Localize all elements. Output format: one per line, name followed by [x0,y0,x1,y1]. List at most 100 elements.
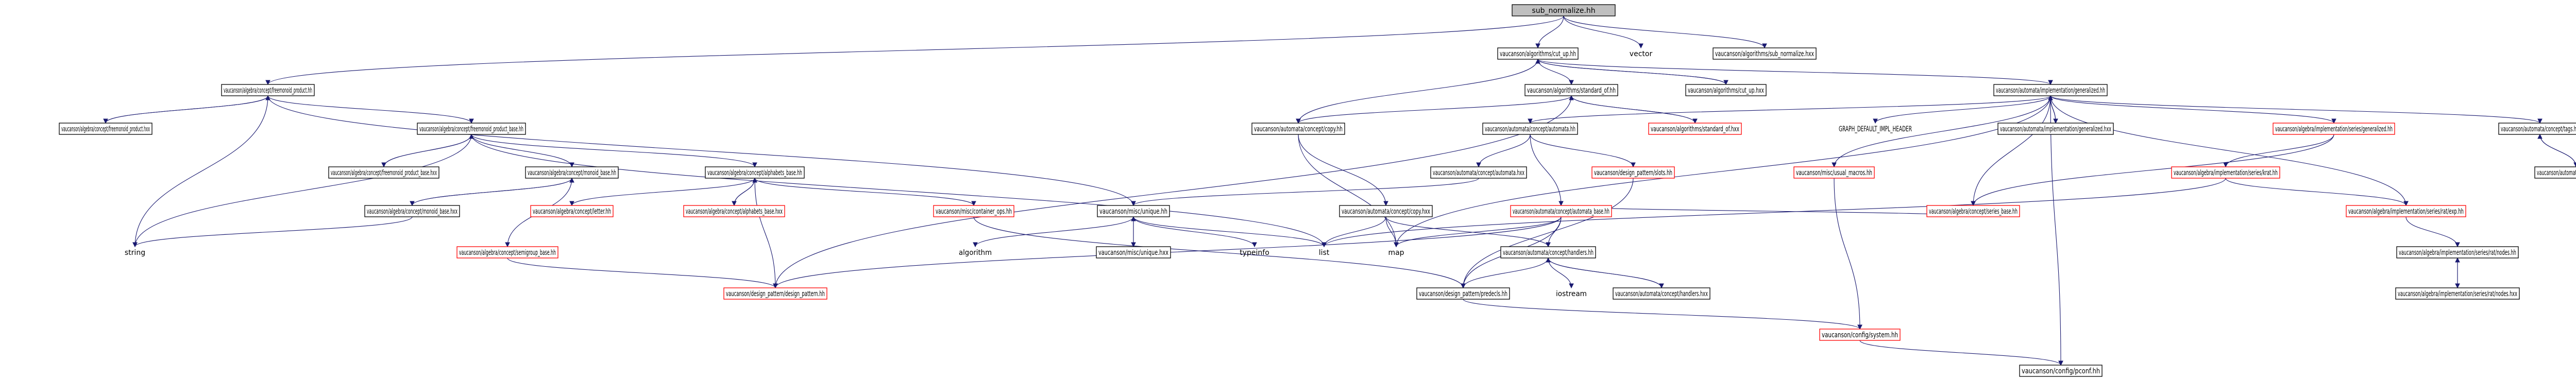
node-freemonoid-product-base-hh[interactable]: vaucanson/algebra/concept/freemonoid_pro… [417,123,526,135]
node-label: vaucanson/config/pconf.hh [2022,367,2100,375]
node-label: vaucanson/automata/concept/automata_base… [1513,208,1609,216]
node-alphabets-base-hh[interactable]: vaucanson/algebra/concept/alphabets_base… [705,166,805,179]
node-label: vaucanson/automata/concept/automata.hh [1485,125,1575,133]
node-pconf-hh[interactable]: vaucanson/config/pconf.hh [2019,365,2103,377]
node-box [221,84,315,96]
node-copy-hh[interactable]: vaucanson/automata/concept/copy.hh [1251,123,1345,135]
node-nodes-hh[interactable]: vaucanson/algebra/implementation/series/… [2396,246,2519,259]
node-root[interactable]: sub_normalize.hh [1512,4,1616,16]
node-map: map [1388,249,1404,257]
node-freemonoid-product-hh[interactable]: vaucanson/algebra/concept/freemonoid_pro… [221,84,315,96]
node-box [933,205,1014,217]
node-vector: vector [1630,50,1653,58]
node-label: vaucanson/misc/unique.hh [1099,208,1167,216]
node-series-generalized-hh[interactable]: vaucanson/algebra/implementation/series/… [2273,123,2395,135]
edge-usual-macros-hh-to-system-hh [1834,178,1862,330]
edge-automata-base-hh-to-map [1394,216,1562,248]
node-unique-hxx[interactable]: vaucanson/misc/unique.hxx [1096,246,1171,259]
node-automata-hh[interactable]: vaucanson/automata/concept/automata.hh [1482,123,1578,135]
node-automata-hxx[interactable]: vaucanson/automata/concept/automata.hxx [1430,166,1527,179]
node-handlers-hxx[interactable]: vaucanson/automata/concept/handlers.hxx [1613,287,1710,300]
node-copy-hxx[interactable]: vaucanson/automata/concept/copy.hxx [1339,205,1433,217]
edge-freemonoid-product-hxx-to-freemonoid-product-hh [105,95,270,124]
node-box [1482,123,1578,135]
node-label: vaucanson/algebra/implementation/series/… [2174,169,2278,177]
node-label: vaucanson/misc/usual_macros.hh [1796,169,1872,177]
node-monoid-base-hxx[interactable]: vaucanson/algebra/concept/monoid_base.hx… [364,205,460,217]
node-monoid-base-hh[interactable]: vaucanson/algebra/concept/monoid_base.hh [525,166,619,179]
node-series-krat-hh[interactable]: vaucanson/algebra/implementation/series/… [2171,166,2280,179]
node-label: vaucanson/automata/concept/tags.hxx [2537,169,2576,177]
node-box [1497,47,1579,60]
node-cut-up-hxx[interactable]: vaucanson/algorithms/cut_up.hxx [1685,84,1767,96]
node-label: vaucanson/misc/unique.hxx [1098,249,1168,257]
edge-standard-of-hh-to-design-pattern-hh [773,95,1572,289]
node-label: vaucanson/algorithms/standard_of.hh [1527,87,1616,95]
node-sub-normalize-hxx[interactable]: vaucanson/algorithms/sub_normalize.hxx [1713,47,1817,60]
node-box [1510,205,1612,217]
node-box [1926,205,2020,217]
graph-nodes: sub_normalize.hh vaucanson/algorithms/cut… [59,4,2576,377]
node-letter-hh[interactable]: vaucanson/algebra/concept/letter.hh [530,205,614,217]
edge-root-to-cut-up-hh [1535,15,1564,49]
node-standard-of-hxx[interactable]: vaucanson/algorithms/standard_of.hxx [1648,123,1742,135]
edge-root-to-vector [1563,15,1643,49]
node-label: vaucanson/automata/concept/tags.hh [2501,125,2576,133]
node-box [1097,205,1170,217]
node-semigroup-base-hh[interactable]: vaucanson/algebra/concept/semigroup_base… [456,246,558,259]
node-label: vaucanson/algebra/concept/letter.hh [533,208,611,216]
edge-generalized-hh-to-tags-hh [2050,95,2543,124]
node-box [59,123,152,135]
edge-semigroup-base-hh-to-design-pattern-hh [507,257,778,289]
node-cut-up-hh[interactable]: vaucanson/algorithms/cut_up.hh [1497,47,1579,60]
edge-freemonoid-product-base-hh-to-list [471,134,1327,248]
node-freemonoid-product-hxx[interactable]: vaucanson/algebra/concept/freemonoid_pro… [59,123,152,135]
node-label: vaucanson/algebra/concept/series_base.hh [1929,208,2018,216]
node-box [2498,123,2576,135]
node-system-hh[interactable]: vaucanson/config/system.hh [1819,329,1901,341]
edge-standard-of-hh-to-copy-hh [1296,95,1572,124]
node-label: vaucanson/automata/concept/copy.hh [1254,125,1343,133]
node-alphabets-base-hxx[interactable]: vaucanson/algebra/concept/alphabets_base… [683,205,785,217]
edge-nodes-hxx-to-nodes-hh [2455,257,2460,288]
node-nodes-hxx[interactable]: vaucanson/algebra/implementation/series/… [2395,287,2520,300]
node-design-pattern-hh[interactable]: vaucanson/design_pattern/design_pattern.… [723,287,827,300]
edge-handlers-hh-to-predecls-hh [1461,257,1549,289]
node-handlers-hh[interactable]: vaucanson/automata/concept/handlers.hh [1500,246,1596,259]
node-automata-base-hh[interactable]: vaucanson/automata/concept/automata_base… [1510,205,1612,217]
node-standard-of-hh[interactable]: vaucanson/algorithms/standard_of.hh [1524,84,1618,96]
node-box [2396,246,2519,259]
node-generalized-hxx[interactable]: vaucanson/automata/implementation/genera… [1997,123,2114,135]
node-label: vaucanson/design_pattern/design_pattern.… [726,290,825,298]
node-predecls-hh[interactable]: vaucanson/design_pattern/predecls.hh [1416,287,1510,300]
node-usual-macros-hh[interactable]: vaucanson/misc/usual_macros.hh [1793,166,1875,179]
node-label: vaucanson/design_pattern/predecls.hh [1419,290,1507,298]
node-label: vaucanson/misc/container_ops.hh [936,208,1012,216]
node-generalized-hh[interactable]: vaucanson/automata/implementation/genera… [1993,84,2108,96]
node-box [417,123,526,135]
node-container-ops-hh[interactable]: vaucanson/misc/container_ops.hh [933,205,1014,217]
edge-unique-hh-to-typeinfo [1133,216,1257,248]
node-freemonoid-product-base-hxx[interactable]: vaucanson/algebra/concept/freemonoid_pro… [328,166,439,179]
node-label: vaucanson/algebra/concept/alphabets_base… [686,208,783,216]
edge-alphabets-base-hxx-to-alphabets-base-hh [734,177,757,206]
node-label: vaucanson/automata/concept/handlers.hxx [1615,290,1708,298]
graph-edges [103,15,2576,366]
edge-predecls-hh-to-system-hh [1463,299,1862,330]
node-label: vaucanson/algebra/implementation/series/… [2348,208,2464,216]
edge-copy-hxx-to-handlers-hh [1385,216,1551,248]
edge-copy-hh-to-copy-hxx [1298,134,1388,206]
node-box [1591,166,1675,179]
node-unique-hh[interactable]: vaucanson/misc/unique.hh [1097,205,1170,217]
node-series-krat-exp-hh[interactable]: vaucanson/algebra/implementation/series/… [2346,205,2466,217]
node-design-pattern-slots-hh[interactable]: vaucanson/design_pattern/slots.hh [1591,166,1675,179]
edge-monoid-base-hxx-to-string [132,216,413,248]
node-tags-hh[interactable]: vaucanson/automata/concept/tags.hh [2498,123,2576,135]
node-string: string [125,249,145,257]
node-series-base-hh[interactable]: vaucanson/algebra/concept/series_base.hh [1926,205,2020,217]
node-label: vaucanson/automata/concept/handlers.hh [1503,249,1594,257]
node-label: vaucanson/algorithms/cut_up.hxx [1688,87,1764,95]
node-tags-hxx[interactable]: vaucanson/automata/concept/tags.hxx [2534,166,2576,179]
node-box [1793,166,1875,179]
